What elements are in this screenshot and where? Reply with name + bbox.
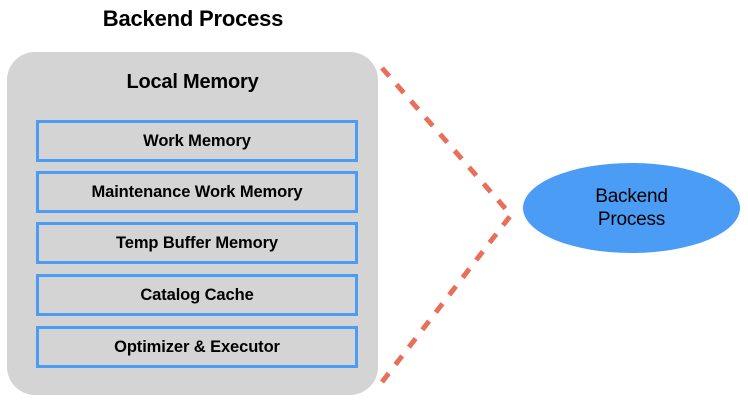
memory-box-maintenance-work-memory[interactable]: Maintenance Work Memory <box>36 171 358 213</box>
memory-box-label: Work Memory <box>143 131 251 150</box>
memory-box-temp-buffer-memory[interactable]: Temp Buffer Memory <box>36 222 358 264</box>
memory-box-label: Optimizer & Executor <box>114 337 280 356</box>
memory-box-label: Catalog Cache <box>140 285 254 304</box>
top-connector-line <box>380 66 513 217</box>
memory-box-work-memory[interactable]: Work Memory <box>36 120 358 162</box>
backend-process-node[interactable]: Backend Process <box>523 163 740 253</box>
memory-box-catalog-cache[interactable]: Catalog Cache <box>36 274 358 316</box>
bottom-connector-line <box>380 213 513 384</box>
memory-box-label: Maintenance Work Memory <box>91 182 303 201</box>
local-memory-heading: Local Memory <box>126 71 259 93</box>
backend-process-label-line2: Process <box>597 209 666 230</box>
memory-box-label: Temp Buffer Memory <box>116 233 278 252</box>
local-memory-panel: Local Memory Work Memory Maintenance Wor… <box>7 52 378 395</box>
memory-box-optimizer-executor[interactable]: Optimizer & Executor <box>36 326 358 368</box>
diagram-title: Backend Process <box>102 6 284 31</box>
backend-process-label-line1: Backend <box>595 186 668 207</box>
